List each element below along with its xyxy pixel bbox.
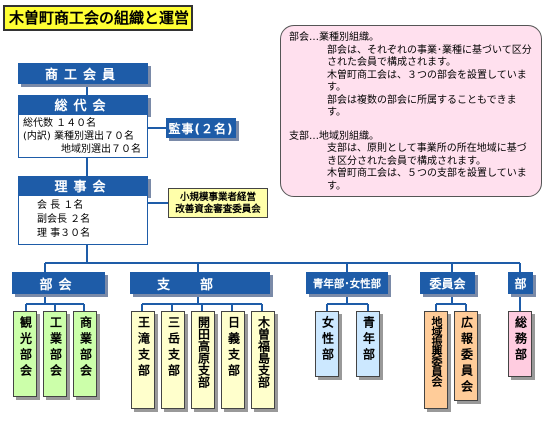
sodaikai-breakdown-1: (内訳) 業種別選出７０名 <box>23 131 134 142</box>
page-title: 木曽町商工会の組織と運営 <box>3 5 193 31</box>
kanji-box: 監事(２名) <box>166 118 236 138</box>
unit-josei: 女性部 <box>315 311 339 377</box>
sodaikai-breakdown-2: 地域別選出７０名 <box>61 144 141 155</box>
unit-hiyoshi: 日義支部 <box>221 311 245 409</box>
shokibo-line-2: 改善資金審査委員会 <box>175 204 261 215</box>
group-seinen-josei: 青年部･女性部 <box>306 272 388 294</box>
shoko-kaiin-box: 商工会員 <box>18 63 148 84</box>
rijikai-body: 会 長 １名 副会長 ２名 理 事３０名 <box>18 195 148 245</box>
unit-chiiki: 地域振興委員会 <box>424 311 448 409</box>
unit-kanko: 観光部会 <box>13 311 37 397</box>
unit-somu: 総務部 <box>508 311 532 377</box>
unit-somu-label: 総務部 <box>513 316 528 364</box>
unit-chiiki-label: 地域振興委員会 <box>430 316 443 386</box>
group-bukai: 部会 <box>12 272 105 294</box>
unit-otaki-label: 王滝支部 <box>136 316 151 380</box>
unit-otaki: 王滝支部 <box>131 311 155 409</box>
group-bu: 部 <box>508 272 533 294</box>
group-iinkai: 委員会 <box>420 272 475 294</box>
unit-koho-label: 広報委員会 <box>459 316 474 396</box>
unit-mitake: 三岳支部 <box>161 311 185 409</box>
unit-seinenbu: 青年部 <box>356 311 380 377</box>
unit-kogyo-label: 工業部会 <box>48 316 63 380</box>
note-bukai-3: 部会は複数の部会に所属することもできます。 <box>327 94 517 119</box>
rijikai-header: 理事会 <box>18 176 148 195</box>
unit-shogyo-label: 商業部会 <box>78 316 93 380</box>
unit-kaida: 開田高原支部 <box>191 311 215 409</box>
rijikai-vice: 副会長 ２名 <box>37 214 91 225</box>
unit-hiyoshi-label: 日義支部 <box>226 316 241 380</box>
group-shibu: 支部 <box>130 272 270 294</box>
note-bukai-1: 部会は、それぞれの事業･業種に基づいて区分された会員で構成されます。 <box>327 44 532 69</box>
unit-kanko-label: 観光部会 <box>18 316 33 380</box>
shokibo-line-1: 小規模事業者経営 <box>179 192 256 203</box>
note-shibu-heading: 支部…地域別組織。 <box>289 130 379 142</box>
note-shibu-2: 木曽町商工会は、５つの支部を設置しています。 <box>327 168 527 192</box>
unit-kogyo: 工業部会 <box>43 311 67 397</box>
explanation-note: 部会…業種別組織。 部会は、それぞれの事業･業種に基づいて区分された会員で構成さ… <box>280 25 542 197</box>
unit-fukushima-label: 木曽福島支部 <box>256 316 271 388</box>
rijikai-chair: 会 長 １名 <box>37 200 84 211</box>
unit-josei-label: 女性部 <box>320 316 335 364</box>
unit-mitake-label: 三岳支部 <box>166 316 181 380</box>
unit-shogyo: 商業部会 <box>73 311 97 397</box>
sodaikai-count: 総代数 １４０名 <box>23 118 97 129</box>
sodaikai-body: 総代数 １４０名 (内訳) 業種別選出７０名 地域別選出７０名 <box>18 114 148 158</box>
rijikai-directors: 理 事３０名 <box>37 228 91 239</box>
note-bukai-heading: 部会…業種別組織。 <box>289 32 379 43</box>
note-shibu-1: 支部は、原則として事業所の所在地域に基づき区分された会員で構成されます。 <box>327 143 527 167</box>
note-bukai-2: 木曽町商工会は、３つの部会を設置しています。 <box>327 69 527 94</box>
unit-fukushima: 木曽福島支部 <box>251 311 275 409</box>
unit-kaida-label: 開田高原支部 <box>196 316 211 388</box>
unit-seinenbu-label: 青年部 <box>361 316 376 364</box>
sodaikai-header: 総代会 <box>18 95 148 114</box>
shokibo-committee-box: 小規模事業者経営 改善資金審査委員会 <box>168 188 268 218</box>
unit-koho: 広報委員会 <box>454 311 478 401</box>
